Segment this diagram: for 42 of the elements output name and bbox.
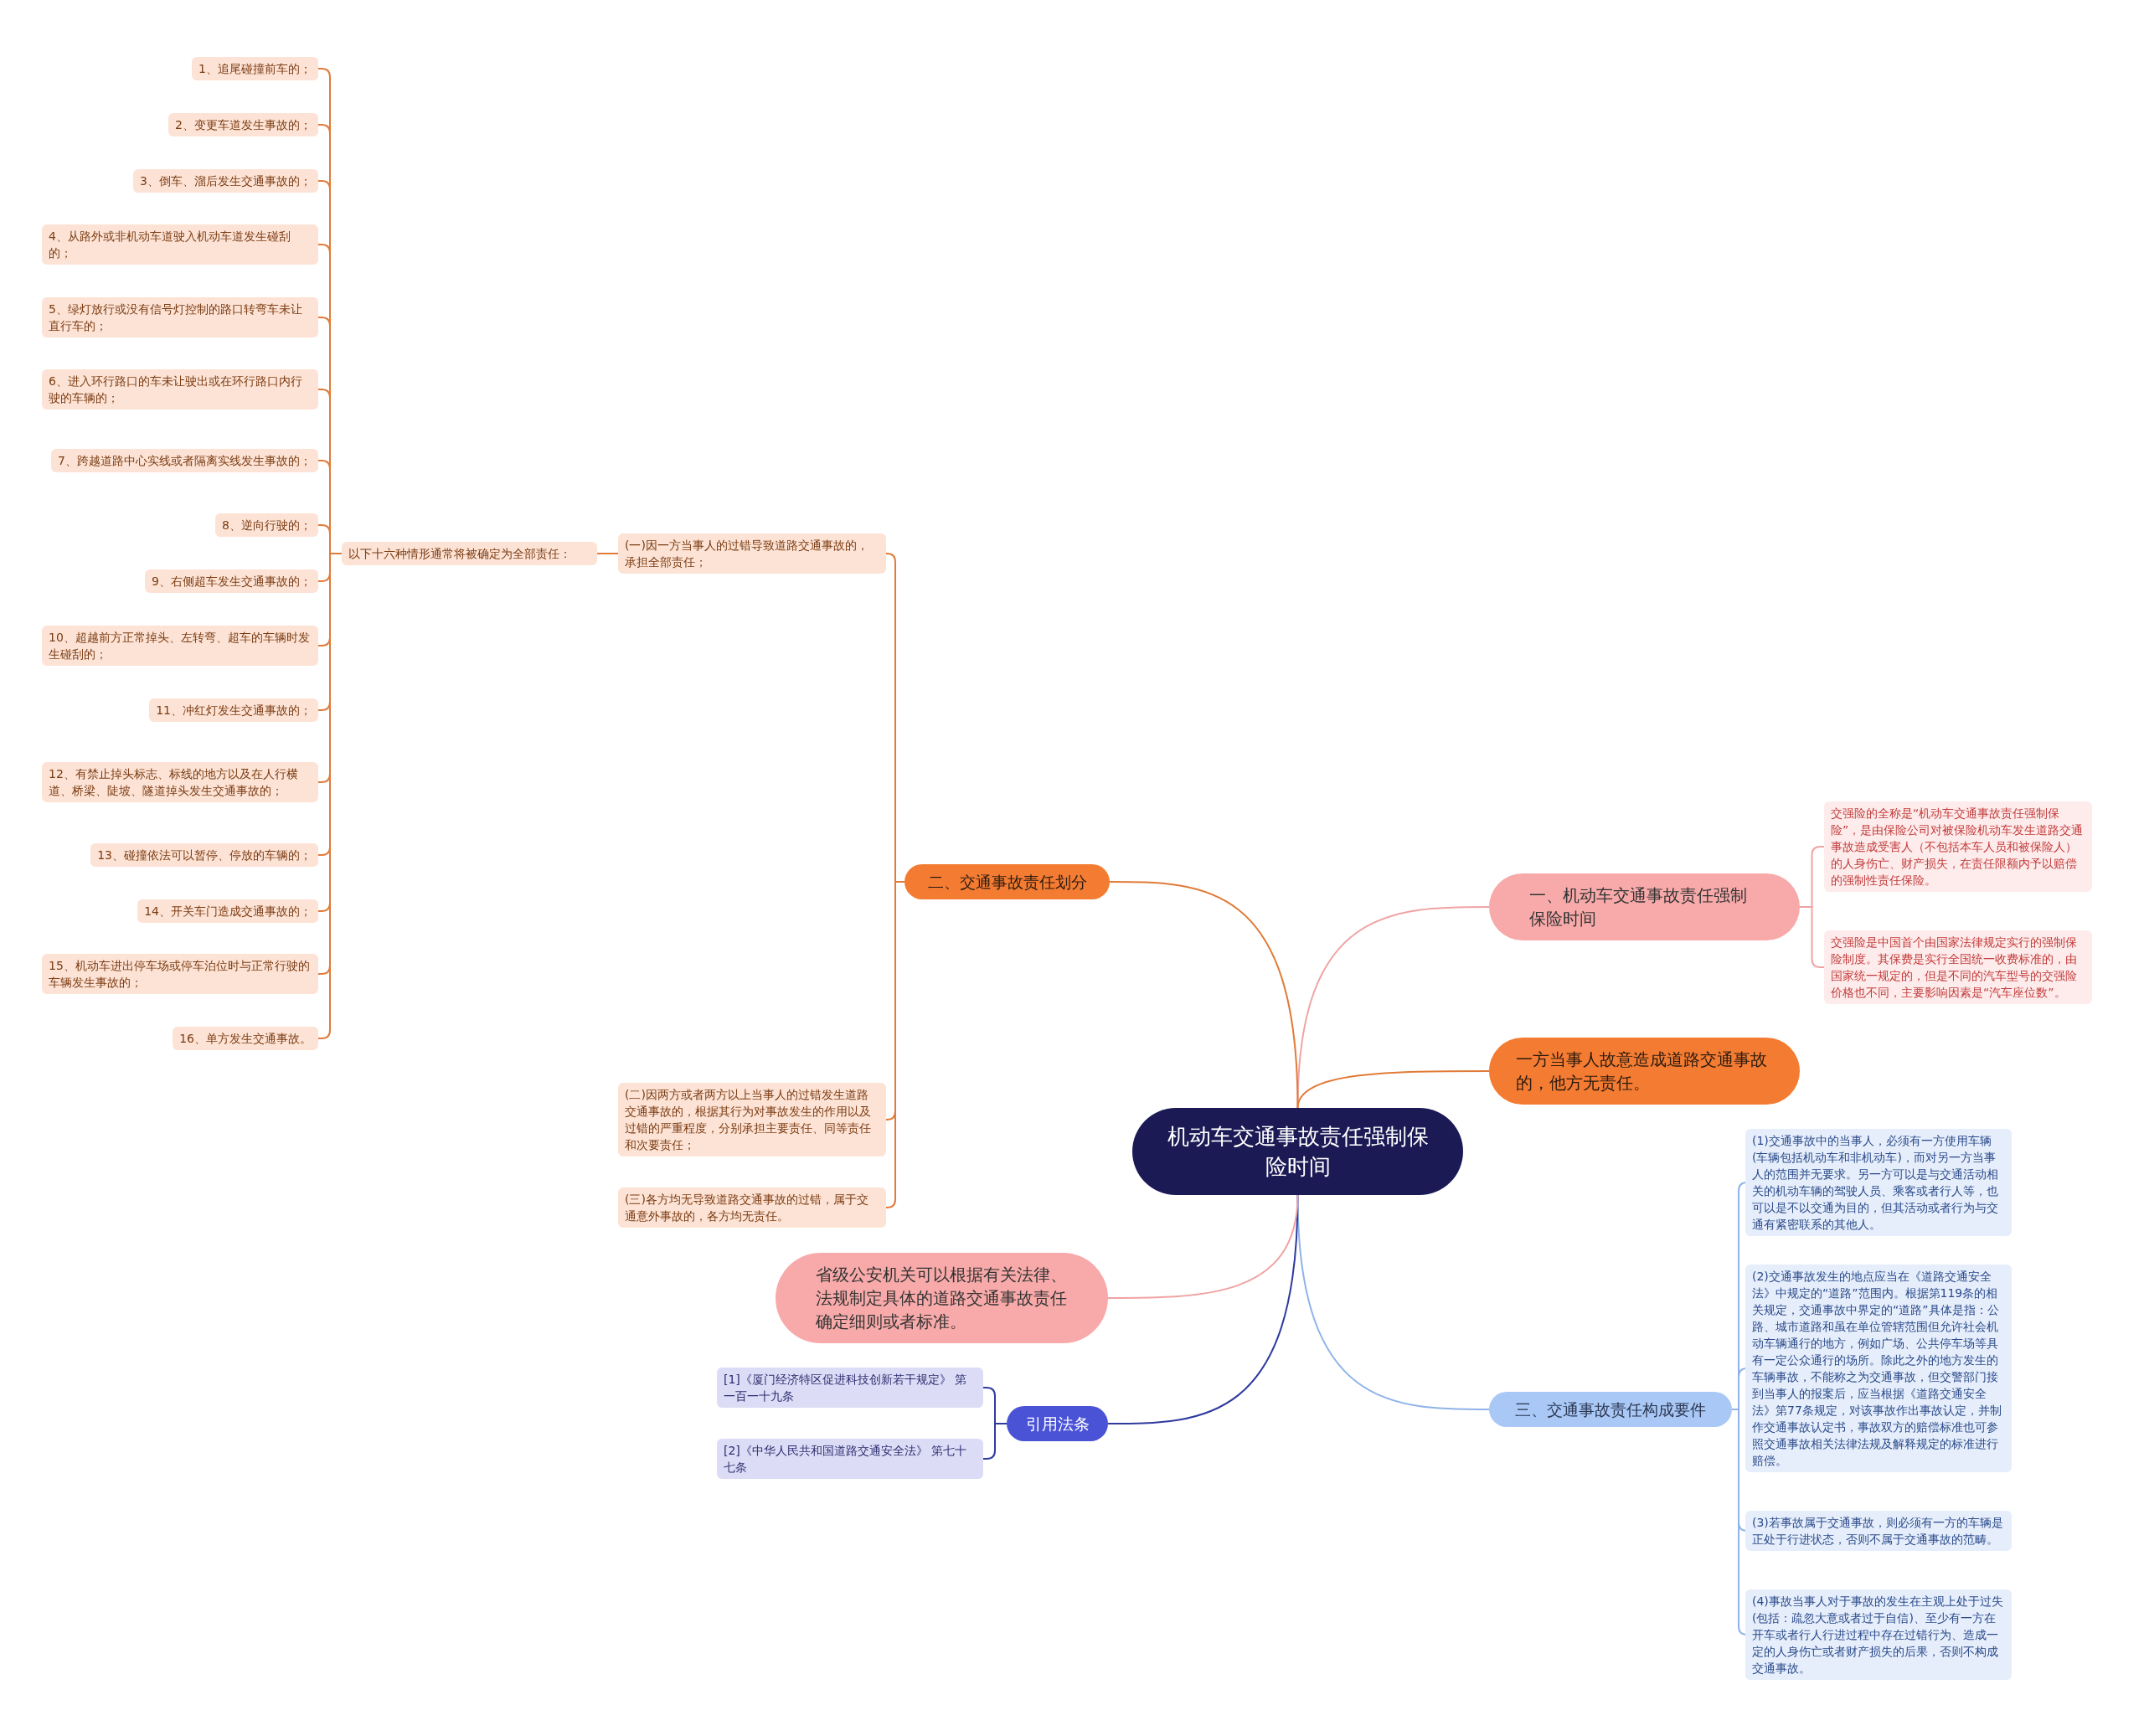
- connector-line: [596, 553, 619, 554]
- list-item-card: 12、有禁止掉头标志、标线的地方以及在人行横道、桥梁、陡坡、隧道掉头发生交通事故的；: [42, 762, 318, 802]
- note-card: 交强险是中国首个由国家法律规定实行的强制保险制度。其保费是实行全国统一收费标准的，由国家统一规定的，但是不同的汽车型号的交强险价格也不同，主要影响因素是“汽车座位数”。: [1824, 930, 2092, 1004]
- connector-line: [982, 1423, 1008, 1460]
- list-item-card: 2、变更车道发生事故的；: [168, 113, 318, 137]
- list-item-card: 15、机动车进出停车场或停车泊位时与正常行驶的车辆发生事故的；: [42, 954, 318, 994]
- citation-card: [1]《厦门经济特区促进科技创新若干规定》 第一百一十九条: [717, 1368, 983, 1408]
- note-card: (3)若事故属于交通事故，则必须有一方的车辆是正处于行进状态，否则不属于交通事故的范畴。: [1745, 1511, 2012, 1551]
- branch-topic: 一方当事人故意造成道路交通事故的，他方无责任。: [1489, 1038, 1800, 1105]
- note-card: (1)交通事故中的当事人，必须有一方使用车辆(车辆包括机动车和非机动车)，而对另一方当事人的范围并无要求。另一方可以是与交通活动相关的机动车辆的驾驶人员、乘客或者行人等，也可以是不以交通为目的，但其活动或者行为与交通有紧密联系的其他人。: [1745, 1129, 2012, 1236]
- connector-line: [1107, 1194, 1299, 1299]
- list-item-card: 14、开关车门造成交通事故的；: [137, 899, 318, 923]
- subtopic-card: (三)各方均无导致道路交通事故的过错，属于交通意外事故的，各方均无责任。: [618, 1187, 886, 1228]
- list-item-card: 10、超越前方正常掉头、左转弯、超车的车辆时发生碰刮的；: [42, 626, 318, 666]
- note-card: 交强险的全称是“机动车交通事故责任强制保险”，是由保险公司对被保险机动车发生道路交通事故造成受害人（不包括本车人员和被保险人）的人身伤亡、财产损失，在责任限额内予以赔偿的强制性责任保险。: [1824, 801, 2092, 892]
- subtopic-card: (二)因两方或者两方以上当事人的过错发生道路交通事故的，根据其行为对事故发生的作用以及过错的严重程度，分别承担主要责任、同等责任和次要责任；: [618, 1083, 886, 1156]
- connector-line: [1296, 1194, 1490, 1410]
- branch-topic: 引用法条: [1007, 1406, 1108, 1441]
- citation-card: [2]《中华人民共和国道路交通安全法》 第七十七条: [717, 1439, 983, 1479]
- subtopic-card: 以下十六种情形通常将被确定为全部责任：: [342, 542, 597, 565]
- connector-line: [1799, 906, 1825, 968]
- connector-line: [1296, 1070, 1490, 1109]
- branch-topic: 三、交通事故责任构成要件: [1489, 1392, 1732, 1427]
- list-item-card: 9、右侧超车发生交通事故的；: [145, 569, 318, 593]
- note-card: (4)事故当事人对于事故的发生在主观上处于过失(包括：疏忽大意或者过于自信)、至少有一方在开车或者行人行进过程中存在过错行为、造成一定的人身伤亡或者财产损失的后果，否则不构成交通事故。: [1745, 1589, 2012, 1680]
- list-item-card: 8、逆向行驶的；: [215, 513, 318, 537]
- list-item-card: 16、单方发生交通事故。: [173, 1027, 318, 1050]
- list-item-card: 1、追尾碰撞前车的；: [192, 57, 318, 80]
- list-item-card: 6、进入环行路口的车未让驶出或在环行路口内行驶的车辆的；: [42, 369, 318, 410]
- list-item-card: 13、碰撞依法可以暂停、停放的车辆的；: [90, 843, 318, 867]
- list-item-card: 11、冲红灯发生交通事故的；: [149, 698, 318, 722]
- central-topic: 机动车交通事故责任强制保险时间: [1132, 1108, 1463, 1195]
- branch-topic: 省级公安机关可以根据有关法律、法规制定具体的道路交通事故责任确定细则或者标准。: [776, 1253, 1108, 1343]
- connector-line: [1109, 881, 1299, 1109]
- branch-topic: 二、交通事故责任划分: [904, 864, 1110, 899]
- list-item-card: 5、绿灯放行或没有信号灯控制的路口转弯车未让直行车的；: [42, 297, 318, 337]
- list-item-card: 4、从路外或非机动车道驶入机动车道发生碰刮的；: [42, 224, 318, 265]
- list-item-card: 7、跨越道路中心实线或者隔离实线发生事故的；: [51, 449, 318, 472]
- branch-topic: 一、机动车交通事故责任强制保险时间: [1489, 873, 1800, 940]
- subtopic-card: (一)因一方当事人的过错导致道路交通事故的，承担全部责任；: [618, 533, 886, 574]
- note-card: (2)交通事故发生的地点应当在《道路交通安全法》中规定的“道路”范围内。根据第119条的相关规定，交通事故中界定的“道路”具体是指：公路、城市道路和虽在单位管辖范围但允许社会机动车辆通行的地方，例如广场、公共停车场等具有一定公众通行的场所。除此之外的地方发生的车辆事故，不能称之为交通事故，但交警部门接到当事人的报案后，应当根据《道路交通安全法》第77条规定，对该事故作出事故认定，并制作交通事故认定书，事故双方的赔偿标准也可参照交通事故相关法律法规及解释规定的标准进行赔偿。: [1745, 1265, 2012, 1472]
- list-item-card: 3、倒车、溜后发生交通事故的；: [133, 169, 318, 193]
